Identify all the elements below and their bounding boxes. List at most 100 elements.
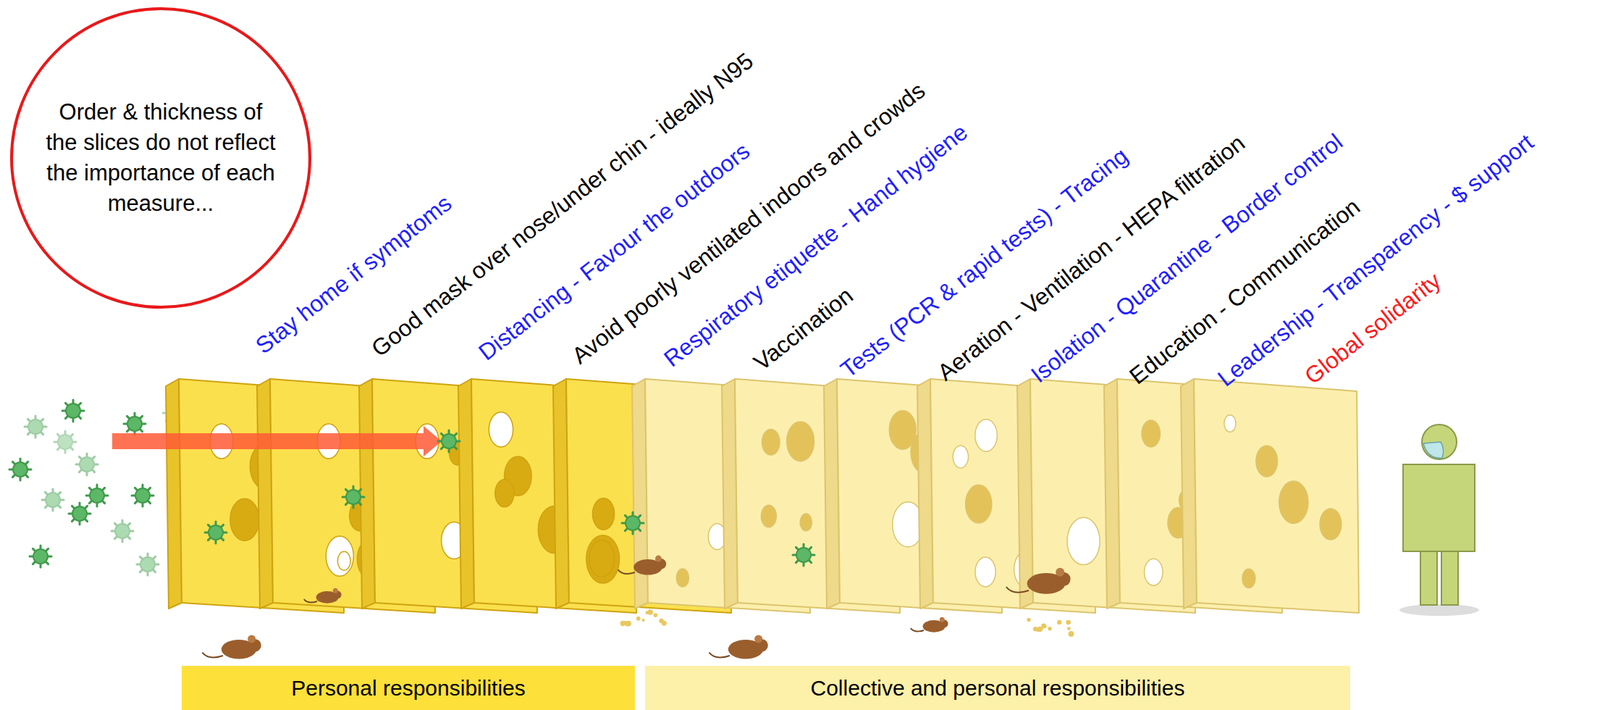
cheese-slice [1180, 378, 1359, 613]
virus-icon [131, 484, 154, 507]
virus-body [33, 548, 48, 564]
virus-icon [204, 521, 227, 543]
virus-body [45, 492, 61, 507]
person-head [1421, 424, 1457, 460]
node-text: Collective and personal responsibilities [810, 674, 1186, 701]
virus-icon [54, 430, 77, 453]
cheese-hole [488, 411, 513, 447]
node-text: Order & thickness of the slices do not r… [44, 97, 277, 219]
virus-icon [86, 484, 108, 507]
virus-body [208, 524, 223, 540]
mouse-tail [618, 569, 635, 574]
virus-body [89, 487, 105, 503]
cheese-crumb [653, 612, 659, 617]
mouse-tail [708, 652, 730, 658]
cheese-hole [761, 428, 780, 455]
cheese-hole [325, 535, 354, 576]
mouse-tail [1006, 586, 1029, 593]
mouse-ear [655, 555, 662, 562]
mouse-icon [708, 634, 768, 659]
virus-body [72, 506, 87, 521]
person-figure [1399, 424, 1480, 616]
virus-icon [41, 488, 64, 511]
virus-body [28, 419, 43, 434]
face-mask [1423, 441, 1444, 458]
mouse-ear [939, 616, 945, 622]
mouse-tail [910, 627, 924, 631]
cheese-hole [975, 419, 998, 452]
mouse-icon [304, 587, 342, 604]
virus-icon [62, 399, 84, 422]
cheese-hole [889, 410, 916, 450]
virus-icon [342, 485, 365, 508]
cheese-hole [676, 568, 689, 587]
circle-border [11, 8, 310, 307]
mouse-icon [618, 555, 667, 575]
cheese-hole [786, 421, 815, 462]
virus-icon [9, 458, 32, 480]
mouse-ear [333, 587, 339, 593]
virus-icon [111, 519, 134, 542]
cheese-hole [1279, 480, 1309, 523]
cheese-crumb [636, 616, 641, 621]
cheese-hole [975, 556, 996, 587]
virus-body [796, 547, 811, 562]
cheese-crumb [1042, 624, 1047, 628]
mouse-icon [910, 616, 949, 633]
cheese-hole [1141, 419, 1160, 447]
node-text: Personal responsibilities [291, 674, 526, 701]
cheese-crumb [1036, 626, 1043, 633]
virus-icon [621, 511, 644, 534]
virus-body [13, 461, 28, 477]
cheese-hole [800, 513, 812, 531]
cheese-crumb [661, 620, 667, 626]
virus-icon [68, 502, 91, 525]
note-circle: Order & thickness of the slices do not r… [8, 5, 313, 310]
mouse-tail [201, 652, 223, 658]
cheese-hole [1067, 516, 1100, 564]
virus-icon [76, 453, 98, 475]
cheese-crumb [1065, 619, 1071, 625]
cheese-hole [586, 535, 620, 583]
cheese-crumb [625, 620, 632, 627]
virus-icon [136, 553, 159, 575]
cheese-hole [1256, 445, 1278, 477]
cheese-crumb [1026, 617, 1031, 622]
virus-body [625, 515, 640, 530]
virus-body [65, 403, 81, 418]
cheese-hole [1319, 508, 1342, 540]
slice-face [1193, 378, 1359, 613]
cheese-crumb [1067, 626, 1071, 630]
measure-label: Avoid poorly ventilated indoors and crow… [566, 76, 931, 370]
virus-icon [24, 415, 47, 438]
cheese-crumb [1057, 619, 1062, 625]
mouse-icon [1006, 567, 1071, 594]
virus-body [441, 433, 457, 449]
person-body [1403, 464, 1475, 551]
mouse-icon [201, 634, 261, 659]
mouse-tail [304, 598, 318, 602]
cheese-crumb [641, 618, 645, 622]
virus-body [140, 556, 155, 572]
responsibility-band: Personal responsibilities [181, 665, 635, 710]
hazard-arrow [112, 425, 442, 457]
cheese-hole [589, 540, 615, 578]
responsibility-band: Collective and personal responsibilities [645, 665, 1351, 710]
cheese-hole [1224, 414, 1236, 432]
cheese-hole [495, 479, 515, 507]
mouse-ear [754, 634, 763, 643]
virus-icon [29, 545, 52, 567]
mouse-ear [247, 634, 256, 643]
virus-body [127, 416, 142, 431]
virus-body [57, 434, 73, 449]
circle-outline [8, 5, 313, 310]
cheese-hole [337, 550, 351, 570]
virus-icon [123, 412, 146, 435]
virus-body [346, 489, 361, 504]
cheese-hole [592, 497, 614, 530]
cheese-hole [760, 504, 777, 527]
virus-body [79, 456, 95, 472]
cheese-hole [1242, 568, 1256, 588]
virus-icon [438, 430, 460, 452]
